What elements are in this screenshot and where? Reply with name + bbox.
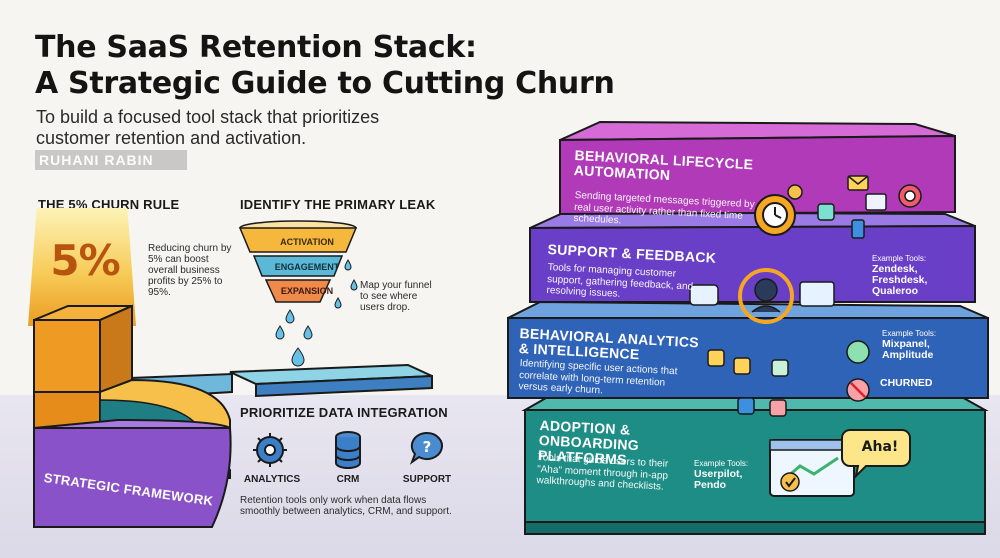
form-window-icon <box>799 281 835 307</box>
layer-2-tool-1: Zendesk, <box>872 263 918 275</box>
funnel-stage-activation: ACTIVATION <box>280 237 334 247</box>
layer-4-tools-label: Example Tools: <box>694 459 749 468</box>
play-icon <box>733 357 751 375</box>
message-icon <box>865 193 887 211</box>
churn-percent: 5% <box>50 236 120 285</box>
funnel-stage-engagement: ENGAGEMENT <box>274 262 340 272</box>
churn-rule-text: Reducing churn by 5% can boost overall b… <box>148 243 232 298</box>
layer-2-tools-label: Example Tools: <box>872 254 927 263</box>
layer-3-tools-label: Example Tools: <box>882 329 937 338</box>
retention-stack <box>507 120 989 535</box>
data-integration-heading: PRIORITIZE DATA INTEGRATION <box>240 405 448 420</box>
leak-note: Map your funnel to see where users drop. <box>360 280 432 313</box>
leak-funnel <box>238 220 358 367</box>
help-chat-icon: ? <box>409 431 443 465</box>
small-gear-icon <box>787 184 803 200</box>
integration-support: SUPPORT <box>402 474 452 485</box>
title-line-2: A Strategic Guide to Cutting Churn <box>35 66 615 101</box>
layer-4-tool-1: Userpilot, <box>694 468 743 480</box>
page-subtitle: To build a focused tool stack that prior… <box>36 107 380 148</box>
support-cycle-icon <box>738 268 794 324</box>
svg-text:?: ? <box>423 438 432 456</box>
layer-3-tools: Example Tools: Mixpanel, Amplitude <box>882 328 972 361</box>
chat-bubble-icon <box>689 284 719 306</box>
funnel-stage-expansion: EXPANSION <box>280 286 334 296</box>
title-line-1: The SaaS Retention Stack: <box>35 30 477 65</box>
database-icon <box>335 431 361 469</box>
layer-3-tool-1: Mixpanel, <box>882 338 930 350</box>
aha-callout <box>841 429 911 480</box>
primary-leak-heading: IDENTIFY THE PRIMARY LEAK <box>240 197 436 212</box>
integration-crm: CRM <box>336 474 360 485</box>
gear-wrench-icon <box>253 433 287 467</box>
retained-user-icon <box>846 340 870 364</box>
layer-3-tool-2: Amplitude <box>882 349 934 361</box>
heart-icon <box>769 399 787 417</box>
layer-2-tool-2: Freshdesk, <box>872 274 928 286</box>
at-sign-icon <box>817 203 835 221</box>
checklist-icon <box>780 472 800 492</box>
aha-text: Aha! <box>861 439 899 455</box>
integration-note: Retention tools only work when data flow… <box>240 495 452 517</box>
integration-analytics: ANALYTICS <box>243 474 301 485</box>
watermark: RUHANI RABIN <box>35 150 187 170</box>
phone-icon <box>851 219 865 239</box>
framework-block <box>33 304 433 528</box>
headset-agent-icon <box>754 278 778 302</box>
layer-2-tool-3: Qualeroo <box>872 285 919 297</box>
layer-4-tools: Example Tools: Userpilot, Pendo <box>694 458 766 491</box>
churned-badge: CHURNED <box>880 377 933 389</box>
layer-2-tools: Example Tools: Zendesk, Freshdesk, Quale… <box>872 253 964 297</box>
chart-icon <box>737 397 755 415</box>
download-icon <box>771 359 789 377</box>
layer-4-tool-2: Pendo <box>694 479 727 491</box>
page-title: The SaaS Retention Stack: A Strategic Gu… <box>35 30 635 102</box>
idea-icon <box>707 349 725 367</box>
